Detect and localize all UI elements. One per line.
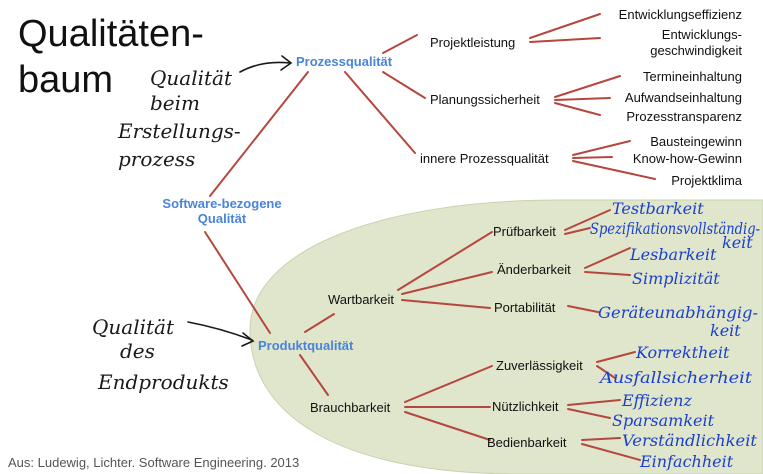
title-line-2: baum: [18, 59, 113, 101]
edge-bd-verst: [581, 437, 621, 441]
node-produktqualitaet: Produktqualität: [258, 338, 354, 353]
edge-inn-baustein: [572, 140, 631, 156]
node-prozessqualitaet: Prozessqualität: [296, 54, 393, 69]
edge-po-geraete: [567, 305, 599, 313]
edge-w-aender: [401, 271, 493, 295]
node-planungssicherheit: Planungssicherheit: [430, 92, 540, 107]
hand-verstaendlichkeit: Verständlichkeit: [622, 431, 758, 450]
hand-spezifikation-2: keit: [722, 233, 753, 252]
arrow-to-prozess: [239, 61, 291, 73]
leaf-prozesstransparenz: Prozesstransparenz: [626, 109, 742, 124]
hand-effizienz: Effizienz: [621, 391, 692, 410]
edge-produkt-brauchbarkeit: [299, 354, 329, 396]
hand-prozess: prozess: [118, 147, 195, 171]
edge-ae-les: [584, 247, 631, 269]
handwritten-note-process: Qualität beim Erstellungs- prozess: [117, 55, 293, 171]
edge-root-produkt: [204, 231, 271, 334]
node-root-line-1: Software-bezogene: [162, 196, 281, 211]
node-brauchbarkeit: Brauchbarkeit: [310, 400, 391, 415]
edge-plan-termin: [554, 75, 621, 98]
hand-geraete-2: keit: [710, 321, 741, 340]
title-line-1: Qualitäten-: [18, 13, 204, 55]
edge-b-bedien: [404, 411, 491, 441]
hand-des: des: [120, 339, 155, 363]
edge-plan-aufwand: [554, 97, 611, 101]
leaf-aufwandseinhaltung: Aufwandseinhaltung: [625, 90, 742, 105]
edge-inn-knowhow: [572, 156, 613, 159]
hand-simplizitaet: Simplizität: [632, 269, 720, 288]
leaf-termineinhaltung: Termineinhaltung: [643, 69, 742, 84]
edge-n-spar: [567, 408, 611, 419]
edge-plan-transparenz: [554, 102, 601, 116]
node-portabilitaet: Portabilität: [494, 300, 556, 315]
tree-edges: [204, 13, 656, 461]
node-root-line-2: Qualität: [198, 211, 247, 226]
hand-beim: beim: [150, 91, 200, 115]
node-projektleistung: Projektleistung: [430, 35, 515, 50]
hand-ausfallsicherheit: Ausfallsicherheit: [598, 368, 753, 387]
edge-pr-spez: [564, 227, 591, 235]
edge-pl-geschw: [529, 37, 601, 43]
leaf-knowhow-gewinn: Know-how-Gewinn: [633, 151, 742, 166]
hand-endprodukts: Endprodukts: [97, 370, 229, 394]
hand-lesbarkeit: Lesbarkeit: [629, 245, 717, 264]
hand-erstellungs: Erstellungs-: [117, 119, 241, 143]
edge-w-pruef: [397, 231, 493, 291]
node-zuverlaessigkeit: Zuverlässigkeit: [496, 358, 583, 373]
edge-pr-test: [564, 209, 611, 231]
hand-qualitaet-1: Qualität: [150, 66, 233, 90]
arrow-head-prozess: [280, 55, 293, 71]
edge-z-korr: [596, 351, 636, 363]
edge-prozess-innere: [344, 71, 416, 154]
edge-prozess-planung: [382, 71, 426, 99]
hand-qualitaet-2: Qualität: [92, 315, 175, 339]
node-pruefbarkeit: Prüfbarkeit: [493, 224, 556, 239]
handwritten-blue-leaves: Testbarkeit Spezifikationsvollständig- k…: [590, 199, 760, 471]
hand-sparsamkeit: Sparsamkeit: [612, 411, 715, 430]
edge-z-ausfall: [596, 365, 616, 379]
edge-ae-simpl: [584, 271, 631, 276]
edge-n-eff: [567, 399, 621, 406]
node-aenderbarkeit: Änderbarkeit: [497, 262, 571, 277]
edge-inn-klima: [572, 160, 656, 180]
leaf-entwicklungsgeschw-2: geschwindigkeit: [650, 43, 742, 58]
hand-testbarkeit: Testbarkeit: [612, 199, 704, 218]
leaf-entwicklungseffizienz: Entwicklungseffizienz: [619, 7, 742, 22]
hand-spezifikation-1: Spezifikationsvollständig-: [590, 219, 760, 238]
hand-geraete-1: Geräteunabhängig-: [598, 303, 758, 322]
node-innere-prozessqualitaet: innere Prozessqualität: [420, 151, 549, 166]
arrow-head-produkt: [241, 332, 255, 347]
edge-w-port: [401, 299, 491, 309]
edge-produkt-wartbarkeit: [304, 313, 335, 333]
edge-pl-effizienz: [529, 13, 601, 39]
leaf-bausteingewinn: Bausteingewinn: [650, 134, 742, 149]
leaf-entwicklungsgeschw-1: Entwicklungs-: [662, 27, 742, 42]
edge-prozess-projektleistung: [382, 34, 418, 54]
product-quality-area: [249, 199, 763, 474]
handwritten-note-product: Qualität des Endprodukts: [92, 315, 255, 394]
hand-korrektheit: Korrektheit: [635, 343, 730, 362]
node-wartbarkeit: Wartbarkeit: [328, 292, 394, 307]
hand-einfachheit: Einfachheit: [639, 452, 734, 471]
source-citation: Aus: Ludewig, Lichter. Software Engineer…: [8, 455, 299, 470]
node-bedienbarkeit: Bedienbarkeit: [487, 435, 567, 450]
arrow-to-produkt: [187, 321, 253, 341]
edge-bd-einf: [581, 443, 641, 461]
node-nuetzlichkeit: Nützlichkeit: [492, 399, 559, 414]
leaf-projektklima: Projektklima: [671, 173, 743, 188]
edge-root-prozess: [209, 71, 309, 197]
edge-b-zuver: [404, 365, 493, 403]
